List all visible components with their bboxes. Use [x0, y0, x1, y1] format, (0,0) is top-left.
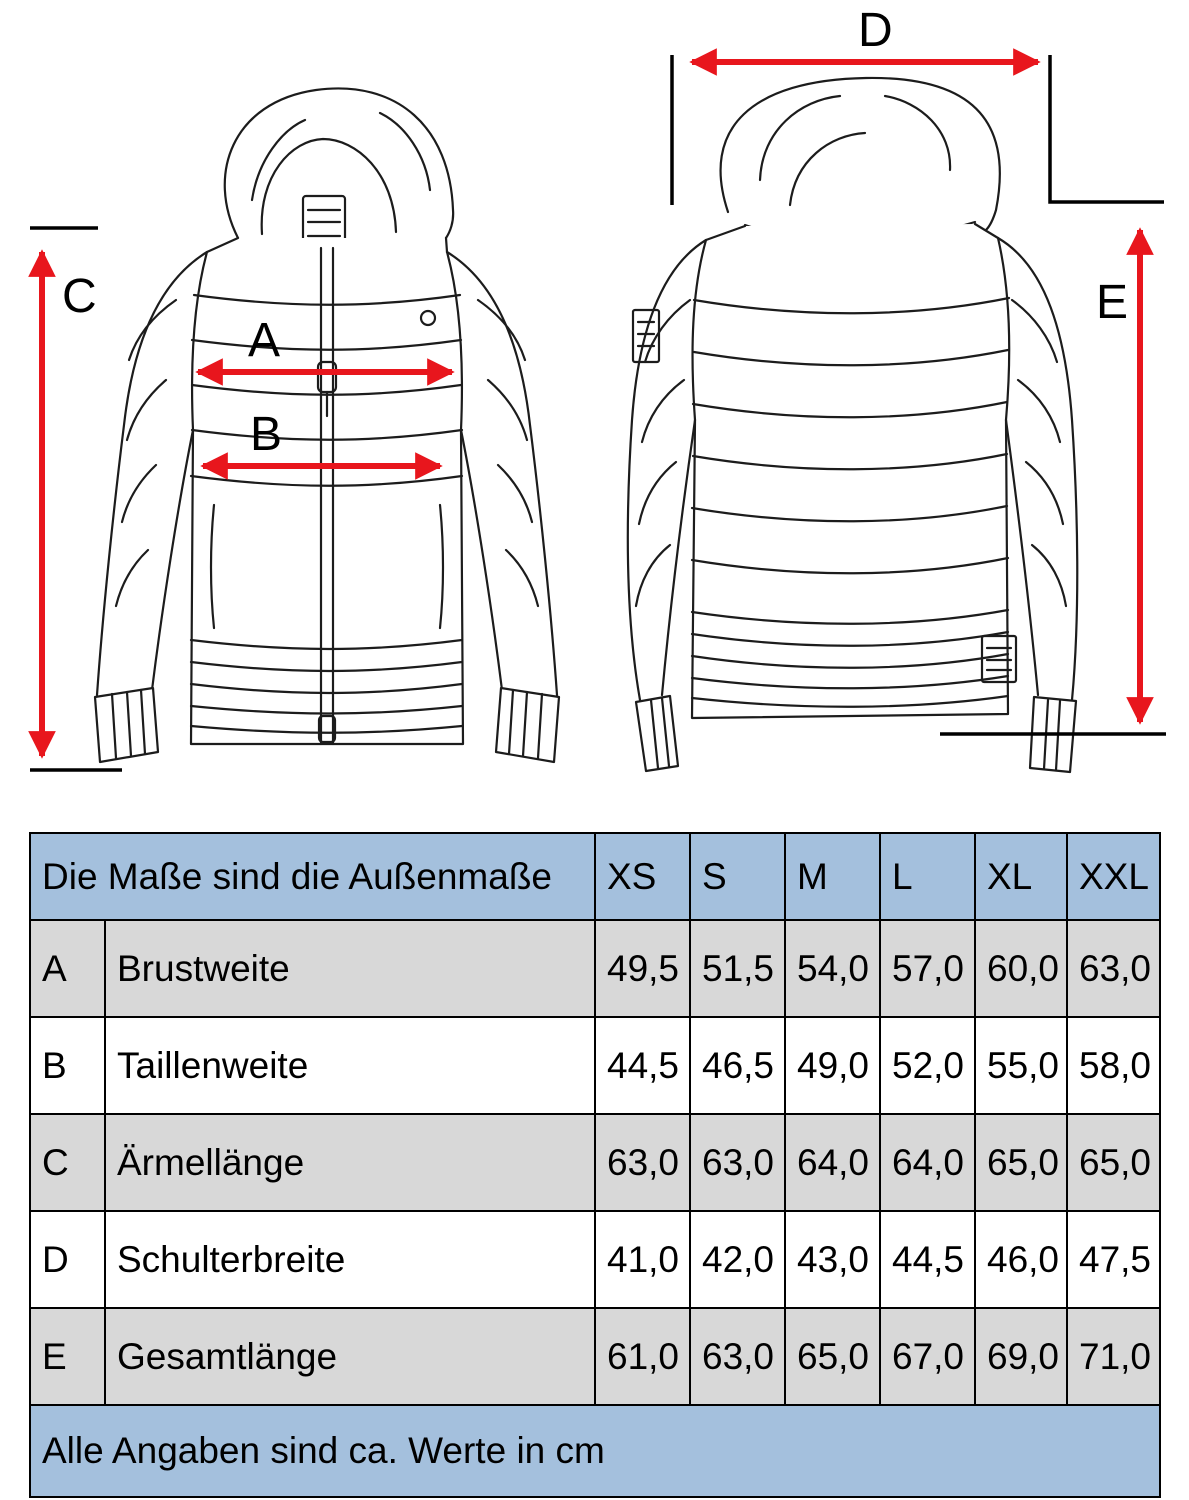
row-key: C: [29, 1113, 106, 1212]
row-value: 49,5: [594, 919, 691, 1018]
row-value: 47,5: [1066, 1210, 1161, 1309]
table-footer-note: Alle Angaben sind ca. Werte in cm: [29, 1404, 1161, 1498]
measurement-label-a: A: [248, 314, 280, 367]
row-value: 51,5: [689, 919, 786, 1018]
row-value: 61,0: [594, 1307, 691, 1406]
size-header-m: M: [784, 832, 881, 921]
table-header-row: Die Maße sind die Außenmaße XS S M L XL …: [29, 832, 1161, 921]
row-value: 54,0: [784, 919, 881, 1018]
row-key: E: [29, 1307, 106, 1406]
row-value: 65,0: [1066, 1113, 1161, 1212]
row-value: 63,0: [594, 1113, 691, 1212]
measurement-label-e: E: [1096, 276, 1128, 329]
row-value: 52,0: [879, 1016, 976, 1115]
jacket-front-drawing: [93, 87, 561, 764]
row-name: Schulterbreite: [104, 1210, 596, 1309]
size-header-s: S: [689, 832, 786, 921]
row-name: Taillenweite: [104, 1016, 596, 1115]
row-value: 63,0: [689, 1307, 786, 1406]
row-value: 46,5: [689, 1016, 786, 1115]
row-value: 46,0: [974, 1210, 1068, 1309]
row-value: 58,0: [1066, 1016, 1161, 1115]
measurement-arrow-b: B: [200, 408, 443, 480]
row-key: B: [29, 1016, 106, 1115]
row-name: Brustweite: [104, 919, 596, 1018]
measurement-arrow-d: D: [689, 4, 1041, 76]
row-value: 57,0: [879, 919, 976, 1018]
measurement-label-b: B: [250, 408, 282, 461]
jacket-back-drawing: [626, 76, 1079, 774]
measurement-arrow-a: A: [195, 314, 455, 386]
row-value: 44,5: [879, 1210, 976, 1309]
row-value: 41,0: [594, 1210, 691, 1309]
row-name: Gesamtlänge: [104, 1307, 596, 1406]
row-name: Ärmellänge: [104, 1113, 596, 1212]
table-footer-row: Alle Angaben sind ca. Werte in cm: [29, 1404, 1161, 1498]
row-value: 67,0: [879, 1307, 976, 1406]
row-value: 64,0: [879, 1113, 976, 1212]
size-header-xxl: XXL: [1066, 832, 1161, 921]
measurement-arrow-e: E: [1096, 227, 1154, 725]
measurement-label-c: C: [62, 270, 97, 323]
row-value: 63,0: [1066, 919, 1161, 1018]
size-header-xl: XL: [974, 832, 1068, 921]
table-row: B Taillenweite 44,5 46,5 49,0 52,0 55,0 …: [29, 1016, 1161, 1115]
jacket-measurement-diagram: C A B D E: [28, 4, 1166, 774]
row-value: 64,0: [784, 1113, 881, 1212]
row-value: 71,0: [1066, 1307, 1161, 1406]
row-value: 55,0: [974, 1016, 1068, 1115]
row-key: A: [29, 919, 106, 1018]
table-row: C Ärmellänge 63,0 63,0 64,0 64,0 65,0 65…: [29, 1113, 1161, 1212]
row-value: 63,0: [689, 1113, 786, 1212]
measurement-arrow-c: C: [28, 249, 97, 759]
row-value: 44,5: [594, 1016, 691, 1115]
table-title: Die Maße sind die Außenmaße: [29, 832, 596, 921]
table-row: D Schulterbreite 41,0 42,0 43,0 44,5 46,…: [29, 1210, 1161, 1309]
row-value: 69,0: [974, 1307, 1068, 1406]
measurement-label-d: D: [858, 4, 893, 57]
size-header-xs: XS: [594, 832, 691, 921]
row-key: D: [29, 1210, 106, 1309]
row-value: 65,0: [974, 1113, 1068, 1212]
row-value: 42,0: [689, 1210, 786, 1309]
size-table: Die Maße sind die Außenmaße XS S M L XL …: [29, 832, 1161, 1498]
row-value: 43,0: [784, 1210, 881, 1309]
table-row: A Brustweite 49,5 51,5 54,0 57,0 60,0 63…: [29, 919, 1161, 1018]
table-row: E Gesamtlänge 61,0 63,0 65,0 67,0 69,0 7…: [29, 1307, 1161, 1406]
measurement-guide-lines: [30, 55, 1166, 772]
size-header-l: L: [879, 832, 976, 921]
row-value: 65,0: [784, 1307, 881, 1406]
row-value: 60,0: [974, 919, 1068, 1018]
row-value: 49,0: [784, 1016, 881, 1115]
